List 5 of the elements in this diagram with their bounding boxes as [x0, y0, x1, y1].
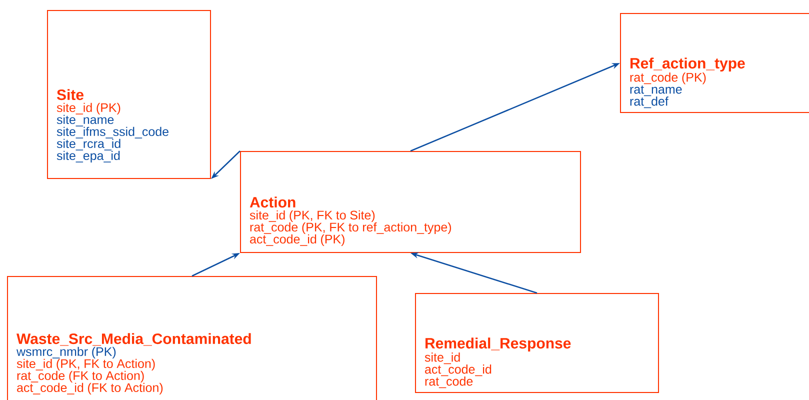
entity-box: Ref_action_type rat_code (PK) rat_name rat_def: [620, 13, 809, 113]
entity-box: Remedial_Response site_id act_code_id rat_code: [415, 293, 659, 393]
entity-box: Site site_id (PK) site_name site_ifms_ssid_code site_rcra_id site_epa_id: [47, 10, 211, 179]
entity-box: Action site_id (PK, FK to Site) rat_code (PK, FK to ref_action_type) act_code_id (PK): [240, 151, 581, 253]
entity-box: Waste_Src_Media_Contaminated wsmrc_nmbr (PK) site_id (PK, FK to Action) rat_code (FK to Action) act_code_id (FK to Action): [7, 276, 377, 400]
